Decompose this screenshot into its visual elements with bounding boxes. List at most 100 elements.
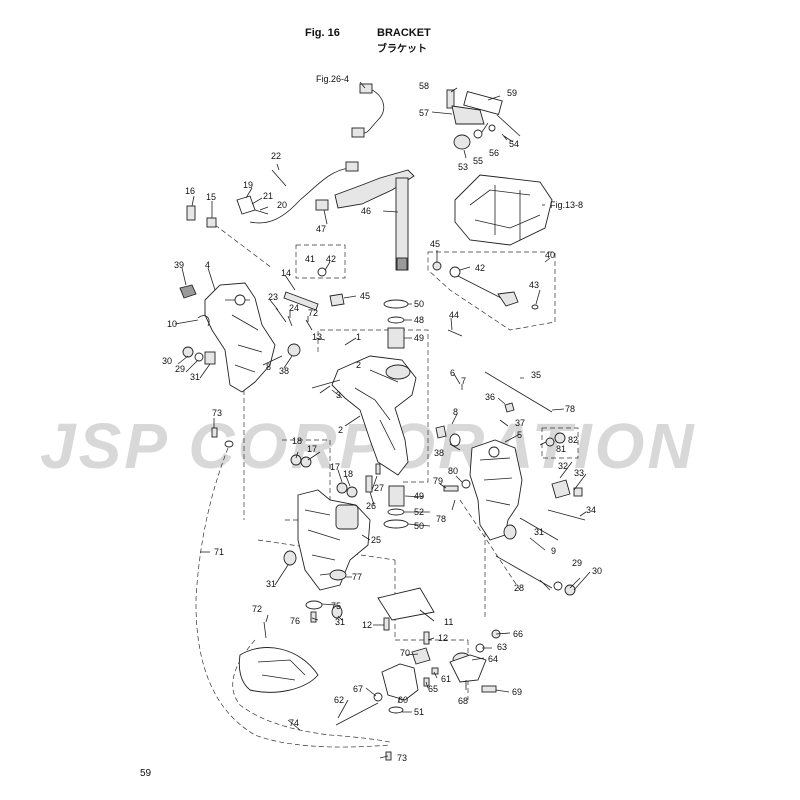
callout: 33 <box>574 468 584 478</box>
part-70-collar <box>411 647 431 665</box>
part-27-pin <box>375 463 381 475</box>
callout: 73 <box>212 408 222 418</box>
part-56-washer <box>488 124 496 132</box>
cable-71-end <box>224 440 234 448</box>
callout: 19 <box>243 180 253 190</box>
part-45-collar-left <box>329 293 345 307</box>
callout: 37 <box>515 418 525 428</box>
callout: 18 <box>292 436 302 446</box>
callout-labels: 1 2 2 3 4 5 6 7 8 8 9 10 11 12 12 13 14 … <box>162 81 602 763</box>
part-81-nut <box>545 437 555 447</box>
part-57-bracket <box>451 105 485 125</box>
part-33-nut <box>573 487 583 497</box>
part-30-nut-left <box>182 346 194 358</box>
callout: 62 <box>334 695 344 705</box>
callout: 75 <box>331 601 341 611</box>
callout: 82 <box>568 435 578 445</box>
callout: 45 <box>360 291 370 301</box>
ref-fig-26-4: Fig.26-4 <box>316 74 349 84</box>
callout: 63 <box>497 642 507 652</box>
callout: 31 <box>190 372 200 382</box>
part-69-bolt <box>481 685 497 693</box>
callout: 39 <box>174 260 184 270</box>
callout: 26 <box>366 501 376 511</box>
part-11-plate <box>377 587 435 621</box>
part-60-lower-bracket <box>381 663 419 701</box>
callout: 2 <box>356 360 361 370</box>
callout: 31 <box>266 579 276 589</box>
part-49-bushing-top <box>387 327 405 349</box>
callout: 27 <box>374 483 384 493</box>
callout: 65 <box>428 684 438 694</box>
callout: 42 <box>475 263 485 273</box>
callout: 2 <box>338 425 343 435</box>
part-52-washer <box>387 508 405 516</box>
callout: 42 <box>326 254 336 264</box>
callout: 9 <box>551 546 556 556</box>
callout: 58 <box>419 81 429 91</box>
callout: 60 <box>398 695 408 705</box>
callout: 25 <box>371 535 381 545</box>
harness-connector-a <box>359 83 373 94</box>
callout: 23 <box>268 292 278 302</box>
part-19-clamp <box>236 195 256 215</box>
callout: 43 <box>529 280 539 290</box>
callout: 70 <box>400 648 410 658</box>
part-42-washer-left <box>317 267 327 277</box>
callout: 72 <box>252 604 262 614</box>
part-59-plate <box>463 91 503 115</box>
callout: 28 <box>514 583 524 593</box>
callout: 32 <box>558 461 568 471</box>
skid-plate-detail <box>257 659 306 681</box>
callout: 64 <box>488 654 498 664</box>
callout: 7 <box>461 376 466 386</box>
part-8-washer-right <box>449 433 461 447</box>
callout: 73 <box>397 753 407 763</box>
part-72-screw-bottom <box>263 621 267 639</box>
part-50-washer-top <box>383 299 409 309</box>
callout: 51 <box>414 707 424 717</box>
part-31-bushing-mid <box>283 550 297 566</box>
part-12-bolt-left <box>383 617 390 631</box>
part-8-bushing-left <box>287 343 301 357</box>
part-43-clip <box>531 304 539 310</box>
callout: 49 <box>414 333 424 343</box>
part-9-rod <box>519 517 559 541</box>
callout: 29 <box>572 558 582 568</box>
part-22-bolt <box>271 169 287 187</box>
part-73-clip-bottom <box>385 751 392 761</box>
bracket-left-hole <box>234 294 246 306</box>
figure-number: Fig. 16 <box>305 27 340 39</box>
callout: 5 <box>517 430 522 440</box>
callout: 66 <box>513 629 523 639</box>
callout: 53 <box>458 162 468 172</box>
cable-74 <box>232 639 391 743</box>
fig13-carb-detail <box>469 185 541 240</box>
part-29-washer-left <box>194 352 204 362</box>
group-box-81-82 <box>541 427 579 459</box>
fig13-carb-body <box>454 174 553 246</box>
callout: 72 <box>308 308 318 318</box>
part-26-bolt <box>365 475 373 493</box>
part-35-bolt <box>484 371 553 413</box>
part-72-screw-top <box>305 319 313 331</box>
part-17-collar-b <box>336 482 348 494</box>
callout: 31 <box>534 527 544 537</box>
part-48-washer <box>387 316 405 324</box>
callout: 68 <box>458 696 468 706</box>
callout: 35 <box>531 370 541 380</box>
part-29-washer-right <box>553 581 563 591</box>
swivel-top-boss <box>385 364 411 380</box>
callout: 47 <box>316 224 326 234</box>
callout: 12 <box>362 620 372 630</box>
part-30-nut-right <box>564 584 576 596</box>
callout: 20 <box>277 200 287 210</box>
callout: 36 <box>485 392 495 402</box>
part-12-bolt-right <box>423 631 430 645</box>
callout: 69 <box>512 687 522 697</box>
part-76-bolt <box>310 611 317 623</box>
harness-wire-top <box>359 87 385 134</box>
callout: 15 <box>206 192 216 202</box>
part-62-bolt <box>335 702 379 726</box>
part-39-nut <box>179 284 197 299</box>
